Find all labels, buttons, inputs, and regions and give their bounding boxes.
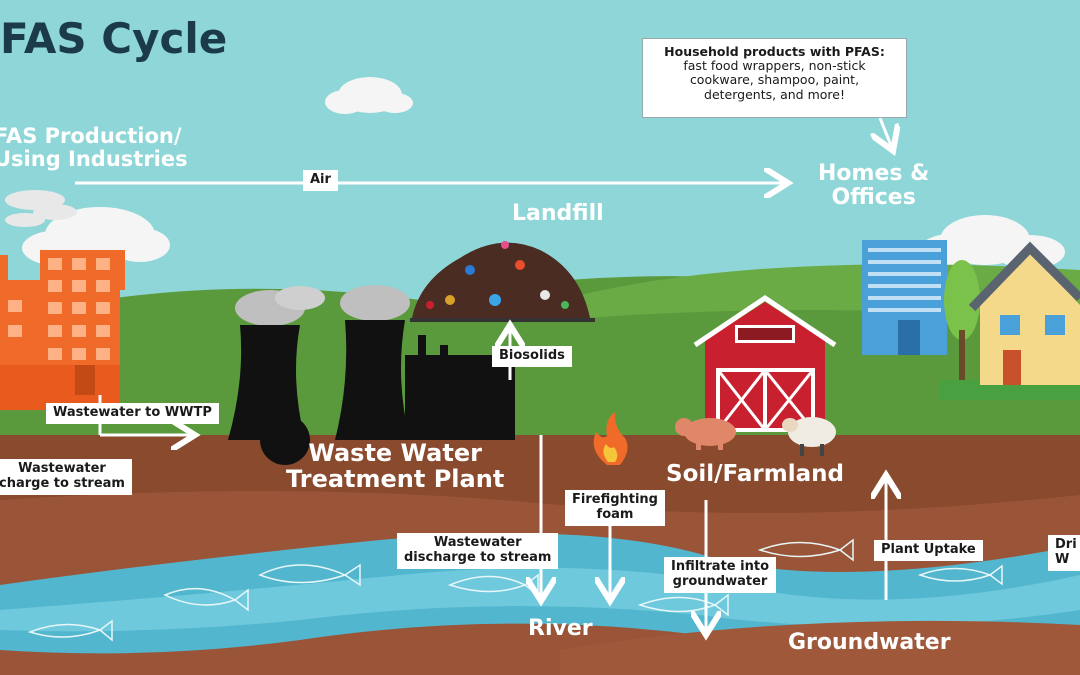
groundwater-band [560,620,1080,675]
fire-icon [593,412,628,465]
label-production: FAS Production/ Using Industries [0,124,188,172]
pig-icon [675,418,736,450]
callout-pointer [880,117,892,148]
flow-label-air: Air [303,170,338,191]
flow-label-biosolids: Biosolids [492,346,572,367]
tree-icon [944,260,980,380]
flow-label-wastewater-discharge-center: Wastewater discharge to stream [397,533,559,569]
label-landfill: Landfill [512,201,604,226]
flow-label-drinking-water: Dri W [1048,535,1080,571]
label-wwtp: Waste Water Treatment Plant [286,439,505,494]
flow-label-infiltrate: Infiltrate into groundwater [664,557,776,593]
flow-label-wastewater-discharge-left: Wastewater charge to stream [0,459,132,495]
sheep-icon [782,417,836,456]
page-title: FAS Cycle [0,14,228,63]
factory-icon [0,250,125,410]
label-soil: Soil/Farmland [666,461,844,487]
callout-title: Household products with PFAS: [664,44,885,59]
barn-icon [693,294,837,432]
office-building-icon [862,240,947,355]
flow-label-plant-uptake: Plant Uptake [874,540,983,561]
label-river: River [528,616,593,641]
cooling-tower-icon [228,285,515,465]
household-products-callout: Household products with PFAS: fast food … [642,38,907,118]
house-icon [940,241,1080,400]
flow-label-firefighting-foam: Firefighting foam [565,490,665,526]
smoke [5,190,77,227]
label-homes: Homes & Offices [818,161,930,211]
label-groundwater: Groundwater [788,630,951,655]
flow-label-wastewater-to-wwtp: Wastewater to WWTP [46,403,219,424]
cloud-icon [325,77,413,114]
callout-body: fast food wrappers, non-stick cookware, … [683,58,866,102]
